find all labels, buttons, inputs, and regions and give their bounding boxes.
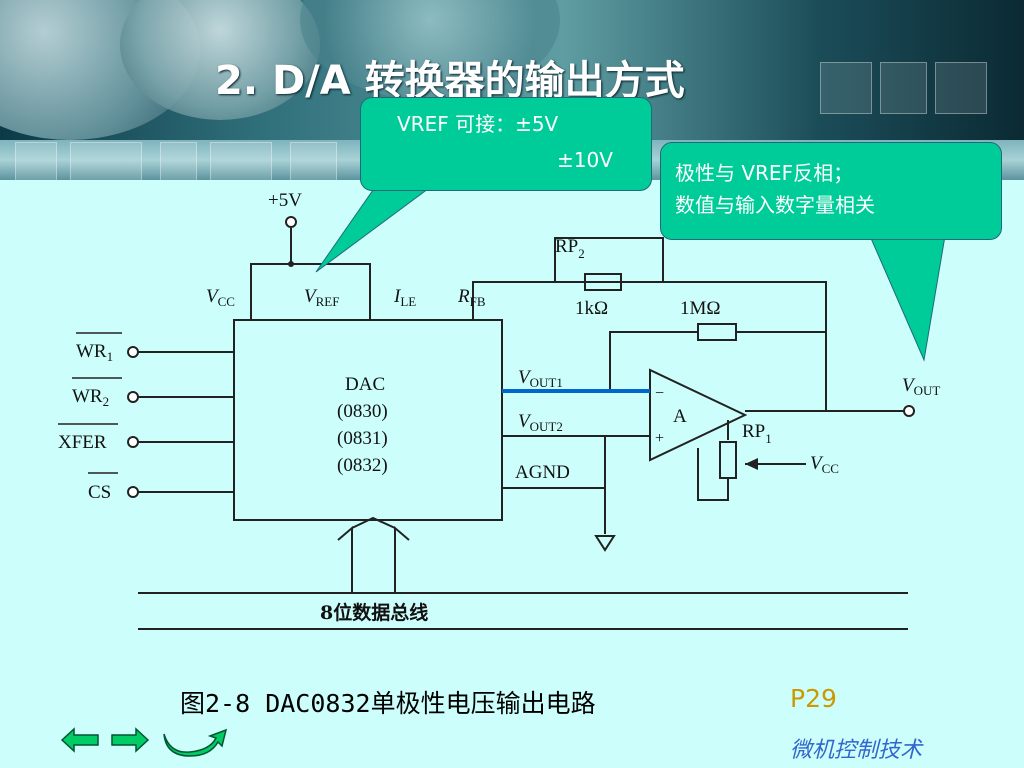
decor-square (880, 62, 927, 114)
decor-square (820, 62, 872, 114)
rp1-resistor (719, 441, 737, 479)
overbars (58, 332, 122, 474)
callout-polarity-pointer (869, 235, 946, 362)
vout-label: VOUT (902, 375, 940, 398)
schematic-labels: +5V VCC VREF ILE RFB RP2 1kΩ 1MΩ VOUT1 V… (58, 190, 940, 624)
decorative-glass-disc (120, 0, 320, 120)
rfb-pin-label: RFB (457, 286, 486, 309)
resistor-1m (697, 323, 737, 341)
decor-square (290, 142, 337, 180)
r-1k-label: 1kΩ (575, 298, 608, 319)
rp1-wire (697, 448, 729, 501)
wr2-terminal (127, 391, 139, 403)
junction-dot (288, 261, 294, 267)
decor-square (935, 62, 987, 114)
vout-terminal (903, 405, 915, 417)
supply-terminal (285, 216, 297, 228)
callout-polarity: 极性与 VREF反相； 数值与输入数字量相关 (660, 142, 1002, 240)
callout-vref-pointer (315, 179, 442, 273)
figure-caption: 图2-8 DAC0832单极性电压输出电路 (180, 689, 596, 718)
callout-polarity-line1: 极性与 VREF反相； (675, 161, 854, 185)
cs-label: CS (88, 482, 111, 503)
vcc-vref-strap (250, 263, 371, 320)
chip-model-label: (0831) (337, 428, 388, 449)
callout-polarity-line2: 数值与输入数字量相关 (675, 193, 875, 217)
agnd-label: AGND (515, 462, 570, 483)
right-arrow-icon[interactable] (110, 726, 150, 754)
wr2-label: WR2 (72, 386, 109, 409)
page-reference: P29 (790, 684, 837, 713)
bus-arrow-head (351, 516, 396, 529)
xfer-label: XFER (58, 432, 107, 453)
slide-title: 2. D/A 转换器的输出方式 (215, 58, 685, 104)
vref-pin-label: VREF (304, 286, 339, 309)
callout-vref: VREF 可接：±5V ±10V (360, 97, 652, 191)
left-arrow-icon[interactable] (60, 726, 100, 754)
opamp-plus-label: + (655, 430, 664, 447)
chip-model-label: (0830) (337, 401, 388, 422)
ground-symbol (594, 535, 616, 552)
decor-square (15, 142, 57, 180)
decor-square (210, 142, 272, 180)
rp2-label: RP2 (555, 236, 585, 261)
return-arrow-icon[interactable] (160, 726, 232, 758)
wr1-terminal (127, 346, 139, 358)
wiring (138, 228, 908, 630)
r-1m-label: 1MΩ (680, 298, 721, 319)
decor-square (70, 142, 142, 180)
cs-terminal (127, 486, 139, 498)
opamp-label: A (673, 406, 687, 427)
bus-arrow-right (394, 525, 410, 593)
course-name: 微机控制技术 (790, 738, 923, 763)
callout-vref-line2: ±10V (557, 148, 613, 172)
vout2-label: VOUT2 (518, 411, 563, 434)
vcc-pin-label: VCC (206, 286, 235, 309)
terminals (127, 216, 915, 498)
opamp-triangle (649, 368, 748, 462)
chip-name-label: DAC (345, 374, 385, 395)
supply-label: +5V (268, 190, 302, 211)
wiper-arrow (745, 458, 758, 470)
feedback-1m-wire (609, 331, 698, 391)
vcc-input-label: VCC (810, 453, 839, 476)
vout1-label: VOUT1 (518, 367, 563, 390)
opamp-minus-label: − (655, 385, 664, 402)
bus-arrow-left (337, 525, 353, 593)
xfer-terminal (127, 436, 139, 448)
chip-model-label: (0832) (337, 455, 388, 476)
rp1-label: RP1 (742, 421, 772, 446)
ile-pin-label: ILE (393, 286, 416, 309)
bus-label: 8位数据总线 (320, 601, 428, 624)
rp2-loop-wire (554, 237, 664, 282)
wr1-label: WR1 (76, 341, 113, 364)
callout-vref-line1: VREF 可接：±5V (397, 112, 559, 136)
decor-square (160, 142, 197, 180)
